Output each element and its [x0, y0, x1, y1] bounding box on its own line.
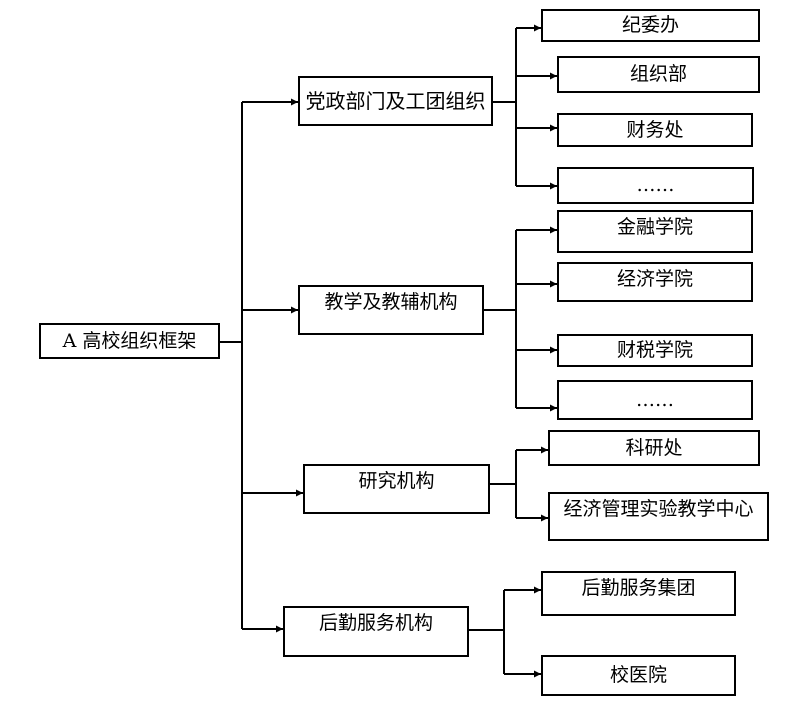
branch-node-teaching: 教学及教辅机构 [298, 285, 484, 335]
leaf-node-econ-lab-center: 经济管理实验教学中心 [548, 492, 769, 541]
leaf-node-ellipsis-2: …… [557, 380, 753, 420]
branch-node-logistics: 后勤服务机构 [283, 606, 469, 657]
leaf-node-research-office: 科研处 [548, 430, 760, 466]
branch-node-research: 研究机构 [303, 464, 490, 514]
leaf-node-economics-school: 经济学院 [557, 262, 753, 302]
leaf-node-finance-office: 财务处 [557, 113, 753, 147]
leaf-node-finance-school: 金融学院 [557, 210, 753, 253]
leaf-node-ellipsis-1: …… [557, 167, 754, 204]
leaf-node-logistics-group: 后勤服务集团 [541, 571, 736, 616]
leaf-node-organization-dept: 组织部 [557, 56, 760, 93]
leaf-node-taxation-school: 财税学院 [557, 334, 753, 367]
branch-node-party-admin: 党政部门及工团组织 [298, 76, 493, 126]
leaf-node-school-hospital: 校医院 [541, 655, 736, 696]
root-node: A 高校组织框架 [39, 323, 220, 359]
leaf-node-discipline-office: 纪委办 [541, 9, 760, 42]
